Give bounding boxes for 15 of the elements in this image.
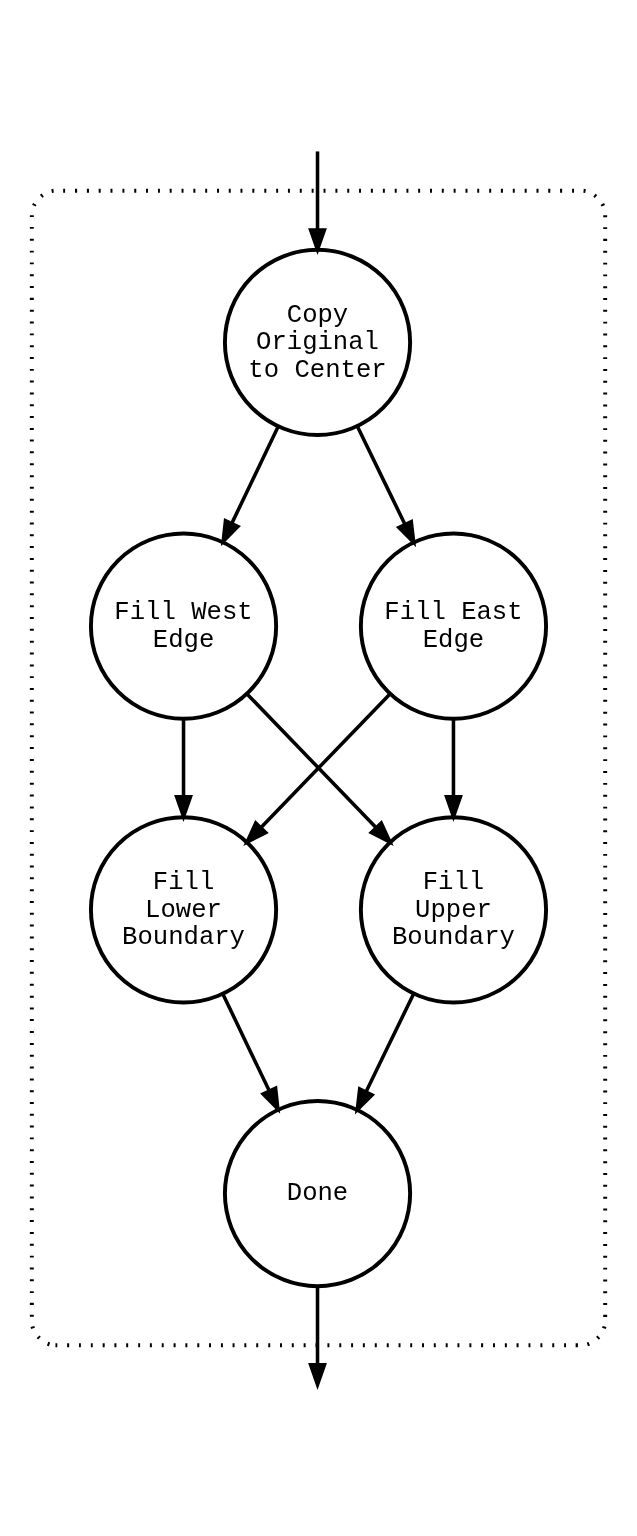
arrow bbox=[220, 426, 280, 547]
arrow bbox=[308, 151, 327, 256]
node-circle: Fill Upper Boundary bbox=[358, 815, 549, 1005]
arrow bbox=[221, 993, 281, 1114]
node-circle: Fill West Edge bbox=[88, 531, 279, 721]
arrow bbox=[308, 1286, 327, 1390]
node-circle: Fill East Edge bbox=[358, 531, 549, 721]
node-circle: Fill Lower Boundary bbox=[88, 815, 279, 1005]
arrow bbox=[355, 426, 417, 548]
cluster bbox=[29, 188, 608, 1348]
node-circle: Copy Original to Center bbox=[222, 247, 413, 437]
node-circle: Done bbox=[222, 1099, 413, 1289]
arrow bbox=[174, 718, 193, 822]
arrow bbox=[444, 718, 463, 822]
arrow bbox=[354, 993, 415, 1115]
